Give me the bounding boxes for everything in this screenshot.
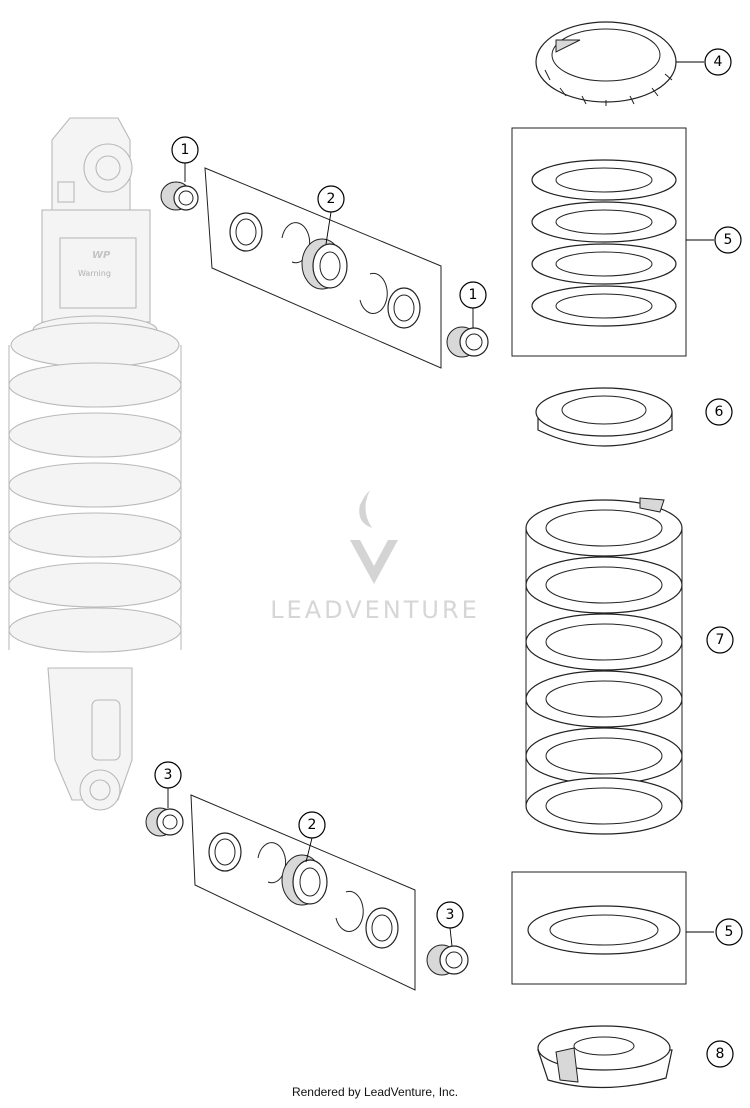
callout-label: 3 — [164, 767, 173, 783]
callout-label: 2 — [327, 191, 336, 207]
leader-lines — [167, 61, 714, 947]
watermark-text: LEADVENTURE — [270, 596, 480, 624]
callout-7[interactable]: 7 — [706, 626, 734, 654]
bearing-kit-part-2-lower — [190, 794, 416, 991]
spring-shim-part-5-lower — [511, 871, 687, 985]
leadventure-watermark: LEADVENTURE — [270, 490, 480, 624]
shock-absorber-assembly: Warning WP — [8, 117, 182, 811]
callout-4[interactable]: 4 — [704, 48, 732, 76]
callout-label: 6 — [715, 404, 724, 420]
callout-1-upper-left[interactable]: 1 — [171, 136, 199, 164]
bushing-part-1-right — [446, 326, 489, 358]
callout-label: 4 — [714, 54, 723, 70]
callout-label: 5 — [725, 924, 734, 940]
bushing-part-3-right — [426, 944, 469, 976]
bushing-part-1-left — [160, 181, 199, 211]
callout-1-upper-right[interactable]: 1 — [459, 281, 487, 309]
callout-2-lower[interactable]: 2 — [298, 811, 326, 839]
callout-3-lower-left[interactable]: 3 — [154, 761, 182, 789]
callout-label: 3 — [446, 907, 455, 923]
footer-credit: Rendered by LeadVenture, Inc. — [291, 1085, 459, 1099]
callout-label: 1 — [469, 287, 478, 303]
warning-label: Warning — [78, 269, 111, 278]
adjuster-ring-part-4 — [535, 21, 677, 106]
callout-label: 8 — [716, 1046, 725, 1062]
callout-label: 5 — [724, 232, 733, 248]
callout-label: 7 — [716, 632, 725, 648]
callout-2-upper[interactable]: 2 — [317, 185, 345, 213]
brand-label: WP — [92, 250, 111, 261]
callout-5-upper[interactable]: 5 — [714, 226, 742, 254]
callout-label: 2 — [308, 817, 317, 833]
split-collar-part-8 — [537, 1025, 673, 1089]
bearing-kit-part-2-upper — [204, 167, 442, 369]
callout-3-lower-right[interactable]: 3 — [436, 901, 464, 929]
spring-shims-part-5-upper — [511, 127, 687, 357]
callout-label: 1 — [181, 142, 190, 158]
spring-seat-part-6 — [535, 387, 673, 447]
callout-8[interactable]: 8 — [706, 1040, 734, 1068]
spring-part-7 — [525, 497, 683, 835]
callout-6[interactable]: 6 — [705, 398, 733, 426]
bushing-part-3-left — [145, 807, 184, 837]
callout-5-lower[interactable]: 5 — [715, 918, 743, 946]
